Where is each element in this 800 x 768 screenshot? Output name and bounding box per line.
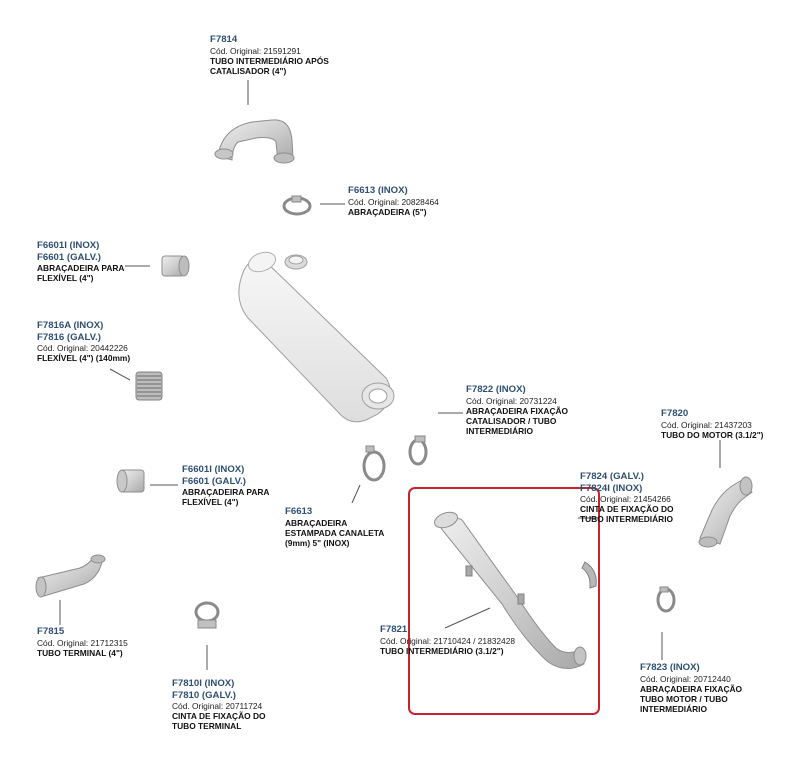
part-code: F7820 — [661, 408, 689, 419]
part-name: TUBO INTERMEDIÁRIO APÓS — [210, 55, 329, 66]
part-code: F6601 (GALV.) — [182, 475, 246, 487]
part-original: Cód. Original: 21437203 — [661, 419, 752, 430]
part-code: F7823 (INOX) — [640, 662, 700, 673]
muffler-drawing — [238, 251, 395, 423]
part-code: F6601I (INOX) — [182, 464, 245, 475]
label-f7814: F7814 Cód. Original: 21591291 TUBO INTER… — [210, 34, 329, 76]
part-original: Cód. Original: 21712315 — [37, 637, 128, 648]
part-code: F7814 — [210, 34, 238, 45]
tube-f7820-drawing — [698, 476, 753, 548]
part-original: Cód. Original: 20442226 — [37, 343, 128, 353]
label-f7822: F7822 (INOX) Cód. Original: 20731224 ABR… — [466, 384, 568, 436]
part-name: CINTA DE FIXAÇÃO DO — [172, 711, 266, 722]
part-code: F6601 (GALV.) — [37, 251, 101, 263]
part-original: Cód. Original: 20711724 — [172, 701, 263, 711]
leader-lines — [59, 80, 721, 670]
part-name: INTERMEDIÁRIO — [640, 704, 707, 715]
sleeve-f6601-top-drawing — [161, 255, 190, 277]
label-f7810: F7810I (INOX) F7810 (GALV.) Cód. Origina… — [172, 678, 266, 732]
part-name: ABRAÇADEIRA PARA — [182, 487, 270, 497]
part-name: ESTAMPADA CANALETA — [285, 527, 385, 538]
part-name: CINTA DE FIXAÇÃO DO — [580, 504, 674, 515]
part-original: Cód. Original: 21710424 / 21832428 — [380, 635, 516, 646]
part-original: Cód. Original: 21454266 — [580, 494, 671, 504]
part-code: F7824I (INOX) — [580, 482, 643, 494]
part-name: TUBO DO MOTOR (3.1/2") — [661, 429, 764, 440]
part-name: FLEXÍVEL (4") (140mm) — [37, 353, 131, 364]
part-code: F7810 (GALV.) — [172, 689, 236, 701]
part-name: FLEXÍVEL (4") — [37, 273, 94, 284]
clamp-f6613-top-drawing — [282, 195, 312, 216]
sleeve-f6601-mid-drawing — [116, 469, 145, 493]
part-original: Cód. Original: 20731224 — [466, 395, 557, 406]
part-original: Cód. Original: 20712440 — [640, 673, 731, 684]
part-code: F6613 (INOX) — [348, 185, 408, 196]
strap-f7810-drawing — [194, 601, 220, 629]
part-name: CATALISADOR (4") — [210, 65, 287, 76]
part-name: TUBO INTERMEDIÁRIO (3.1/2") — [380, 645, 504, 656]
part-code: F7816A (INOX) — [37, 320, 104, 331]
part-code: F6613 — [285, 506, 313, 517]
part-name: CATALISADOR / TUBO — [466, 415, 557, 426]
label-f7815: F7815 Cód. Original: 21712315 TUBO TERMI… — [37, 626, 128, 658]
label-f6601-mid: F6601I (INOX) F6601 (GALV.) ABRAÇADEIRA … — [182, 464, 269, 507]
clamp-f6613-mid-drawing — [362, 445, 386, 482]
part-original: Cód. Original: 21591291 — [210, 45, 301, 56]
part-code: F7821 — [380, 624, 408, 635]
label-f6613-mid: F6613 ABRAÇADEIRA ESTAMPADA CANALETA (9m… — [285, 506, 384, 548]
label-f7816: F7816A (INOX) F7816 (GALV.) Cód. Origina… — [37, 320, 130, 363]
flexible-f7816-drawing — [135, 371, 163, 401]
clamp-f7822-drawing — [408, 435, 428, 466]
part-name: INTERMEDIÁRIO — [466, 426, 533, 437]
label-f7823: F7823 (INOX) Cód. Original: 20712440 ABR… — [640, 662, 742, 714]
part-name: ABRAÇADEIRA FIXAÇÃO — [466, 405, 569, 416]
part-name: TUBO MOTOR / TUBO — [640, 693, 728, 704]
label-f6613-top: F6613 (INOX) Cód. Original: 20828464 ABR… — [348, 185, 439, 217]
part-name: ABRAÇADEIRA FIXAÇÃO — [640, 683, 743, 694]
part-original: Cód. Original: 20828464 — [348, 196, 439, 207]
part-code: F7810I (INOX) — [172, 678, 235, 689]
highlight-box — [408, 487, 600, 715]
label-f7824: F7824 (GALV.) F7824I (INOX) Cód. Origina… — [580, 471, 674, 525]
part-name: ABRAÇADEIRA — [285, 517, 348, 528]
part-name: TUBO TERMINAL (4") — [37, 647, 123, 658]
part-name: ABRAÇADEIRA PARA — [37, 263, 125, 273]
part-name: TUBO TERMINAL — [172, 721, 242, 732]
part-name: TUBO INTERMEDIÁRIO — [580, 514, 674, 525]
part-code: F6601I (INOX) — [37, 240, 100, 251]
clamp-f7823-drawing — [656, 586, 676, 613]
part-name: (9mm) 5" (INOX) — [285, 537, 350, 548]
part-code: F7822 (INOX) — [466, 384, 526, 395]
part-code: F7815 — [37, 626, 65, 637]
tube-f7814-drawing — [214, 119, 295, 164]
part-name: FLEXÍVEL (4") — [182, 497, 239, 508]
part-code: F7824 (GALV.) — [580, 471, 644, 482]
tube-f7815-drawing — [35, 554, 106, 598]
strap-f7824-drawing — [581, 561, 597, 589]
label-f7821: F7821 Cód. Original: 21710424 / 21832428… — [380, 624, 515, 656]
label-f6601-top: F6601I (INOX) F6601 (GALV.) ABRAÇADEIRA … — [37, 240, 124, 283]
label-f7820: F7820 Cód. Original: 21437203 TUBO DO MO… — [661, 408, 763, 440]
tube-f7821-drawing — [433, 511, 587, 669]
part-code: F7816 (GALV.) — [37, 331, 101, 343]
part-name: ABRAÇADEIRA (5") — [348, 206, 427, 217]
